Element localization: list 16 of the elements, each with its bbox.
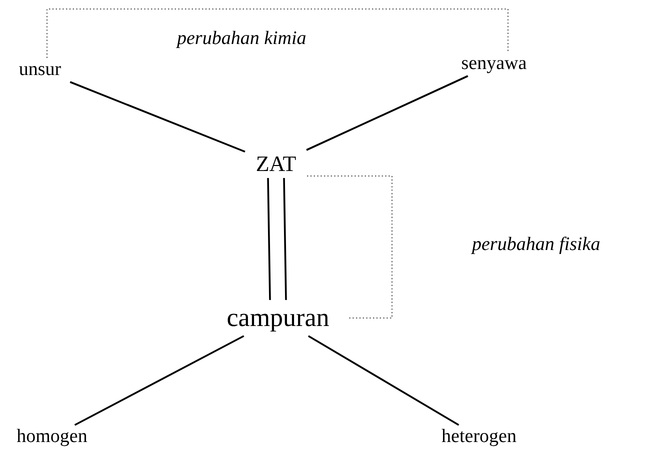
dotted-bracket-line [46, 8, 508, 58]
concept-label: heterogen [442, 426, 516, 448]
connector-line [70, 81, 246, 152]
process-label: perubahan kimia [177, 28, 306, 50]
concept-label: senyawa [461, 53, 527, 75]
connector-line [308, 335, 460, 426]
dotted-bracket-line [306, 176, 392, 318]
concept-label: ZAT [256, 151, 296, 177]
connector-line [267, 178, 271, 300]
process-label: perubahan fisika [472, 234, 600, 256]
connector-line [283, 178, 287, 300]
concept-label: homogen [16, 426, 88, 448]
concept-label: campuran [226, 303, 330, 333]
concept-label: unsur [18, 59, 62, 81]
connector-line [74, 335, 244, 426]
connector-line [306, 75, 468, 151]
